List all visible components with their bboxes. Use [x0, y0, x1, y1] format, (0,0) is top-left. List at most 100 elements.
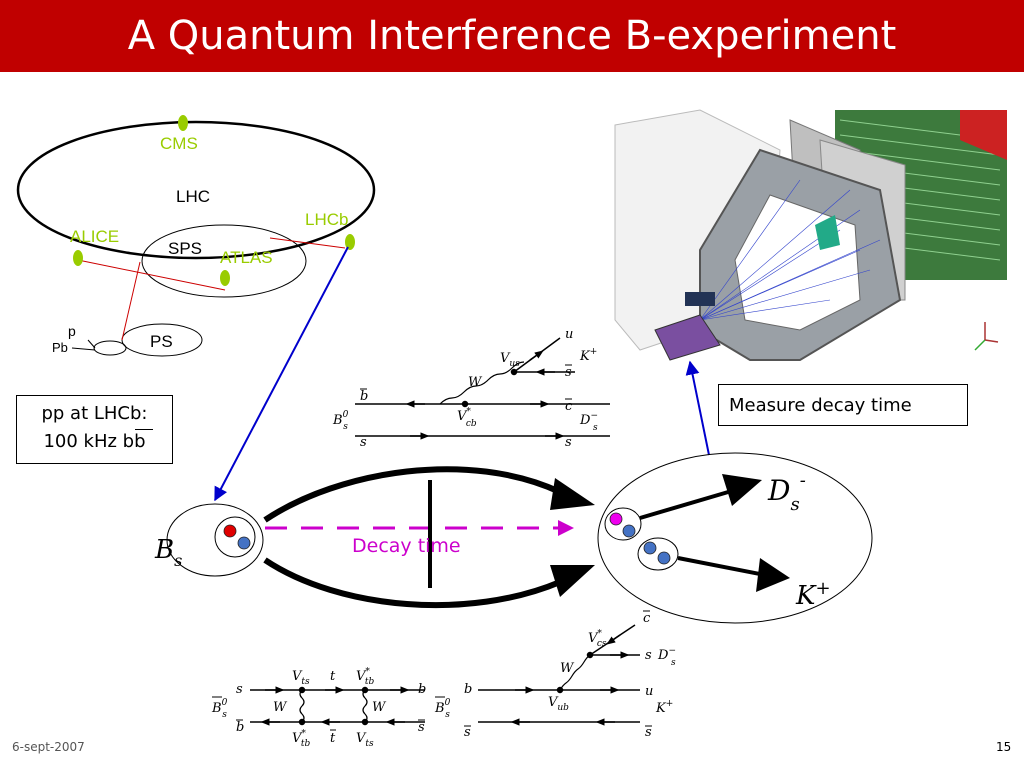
fb-w-right: W — [372, 700, 387, 715]
pp-box-line1: pp at LHCb: — [41, 403, 148, 424]
pp-at-lhcb-box: pp at LHCb: 100 kHz bb — [16, 395, 173, 464]
fb-vtb-top: V*tb — [356, 667, 375, 687]
pb-injection-line — [71, 347, 96, 351]
title-bar — [0, 0, 1024, 72]
ft-right-sbar: s — [565, 365, 572, 380]
ds-meson-pair — [604, 507, 642, 541]
ft-vcb: V*cb — [457, 407, 477, 429]
p-injection-line — [87, 339, 96, 349]
feynman-box-bars — [212, 696, 425, 731]
fbt-b-left: b — [464, 682, 472, 697]
bs-label: Bs — [154, 535, 182, 570]
sps-label: SPS — [168, 239, 202, 258]
lower-path-head — [550, 565, 595, 597]
fbt-s: s — [645, 648, 652, 663]
measure-decay-time-label: Measure decay time — [729, 395, 912, 416]
feynman-top — [355, 337, 610, 437]
ft-vus: Vus — [500, 351, 520, 369]
atlas-marker — [220, 270, 230, 286]
lhc-ring — [16, 120, 376, 260]
ds-quark-magenta — [609, 512, 623, 526]
transfer-line-sps-lhc-right — [269, 237, 346, 249]
ds-arrow — [639, 488, 736, 520]
k-meson-pair — [637, 537, 679, 571]
lhcb-detector-illustration — [614, 109, 1007, 361]
final-state-ellipse — [597, 452, 873, 624]
slide-title: A Quantum Interference B-experiment — [127, 13, 897, 59]
bbar-overline — [135, 429, 153, 430]
fb-tbar-bot: t — [330, 731, 336, 746]
k-quark-blue-2 — [657, 551, 671, 565]
ds-quark-blue — [622, 524, 636, 538]
ft-right-u: u — [565, 327, 573, 342]
measure-decay-time-box: Measure decay time — [718, 384, 968, 426]
fbt-vcs: V*cs — [588, 629, 607, 649]
feynman-bottom-arrows — [510, 634, 630, 726]
transfer-line-sps-lhc-left — [77, 259, 226, 291]
fb-s-top: s — [236, 682, 243, 697]
upper-path — [263, 466, 562, 523]
fb-t-top: t — [330, 669, 336, 684]
lower-path — [263, 557, 562, 609]
p-label: p — [68, 323, 76, 339]
lhcb-label: LHCb — [305, 210, 348, 229]
ft-left-b: b — [360, 389, 368, 404]
bs-quark-blue — [237, 536, 251, 550]
ft-left-s: s — [360, 435, 367, 450]
ds-label: Ds- — [767, 470, 806, 515]
k-arrow-head — [756, 558, 790, 592]
transfer-line-ps-sps — [121, 261, 141, 341]
lhcb-to-bs-arrow — [214, 246, 349, 502]
pp-box-line2: 100 kHz bb — [17, 428, 172, 456]
pb-label: Pb — [52, 340, 68, 355]
booster-ring — [93, 340, 127, 356]
fbt-w: W — [560, 661, 575, 676]
alice-label: ALICE — [70, 227, 119, 246]
atlas-label: ATLAS — [220, 248, 273, 267]
ds-arrow-head — [722, 474, 762, 506]
fb-vts-top: Vts — [292, 669, 310, 687]
decay-to-detector-arrow — [685, 360, 710, 456]
decay-time-head — [558, 520, 574, 536]
feynman-bottom-bars — [435, 610, 652, 727]
fb-sbar-right: s — [418, 720, 425, 735]
bs-meson-pair — [214, 516, 256, 558]
k-arrow — [677, 556, 766, 577]
feynman-box-arrows — [260, 686, 410, 726]
fb-b-right: b — [418, 682, 426, 697]
ft-kplus: K+ — [579, 347, 597, 364]
ft-right-cbar: c — [565, 399, 573, 414]
ft-w: W — [468, 375, 483, 390]
cms-marker — [178, 115, 188, 131]
fbt-kplus: K+ — [655, 699, 673, 716]
lhc-label: LHC — [176, 187, 210, 206]
cms-label: CMS — [160, 134, 198, 153]
bs-quark-red — [223, 524, 237, 538]
ft-dsminus: D−s — [579, 411, 598, 433]
accelerator-complex: CMS LHC LHCb ALICE SPS ATLAS PS p Pb — [16, 115, 376, 357]
footer-date: 6-sept-2007 — [12, 740, 85, 754]
fbt-sbar-left: s — [464, 725, 471, 740]
fb-b-bot: b — [236, 720, 244, 735]
alice-marker — [73, 250, 83, 266]
fb-vtb-bot: V*tb — [292, 729, 311, 749]
sps-ring — [141, 224, 307, 298]
decay-time-label: Decay time — [352, 535, 461, 557]
upper-path-head — [550, 478, 595, 510]
axis-gizmo — [974, 322, 999, 351]
feynman-top-arrows — [405, 350, 565, 440]
k-quark-blue-1 — [643, 541, 657, 555]
footer-page-number: 15 — [996, 740, 1012, 754]
interference-diagram — [166, 452, 873, 624]
fbt-sbar-right: s — [645, 725, 652, 740]
fbt-cbar: c — [643, 611, 651, 626]
k-label: K+ — [795, 578, 831, 611]
lhcb-marker — [345, 234, 355, 250]
fb-vts-bot: Vts — [356, 731, 374, 749]
